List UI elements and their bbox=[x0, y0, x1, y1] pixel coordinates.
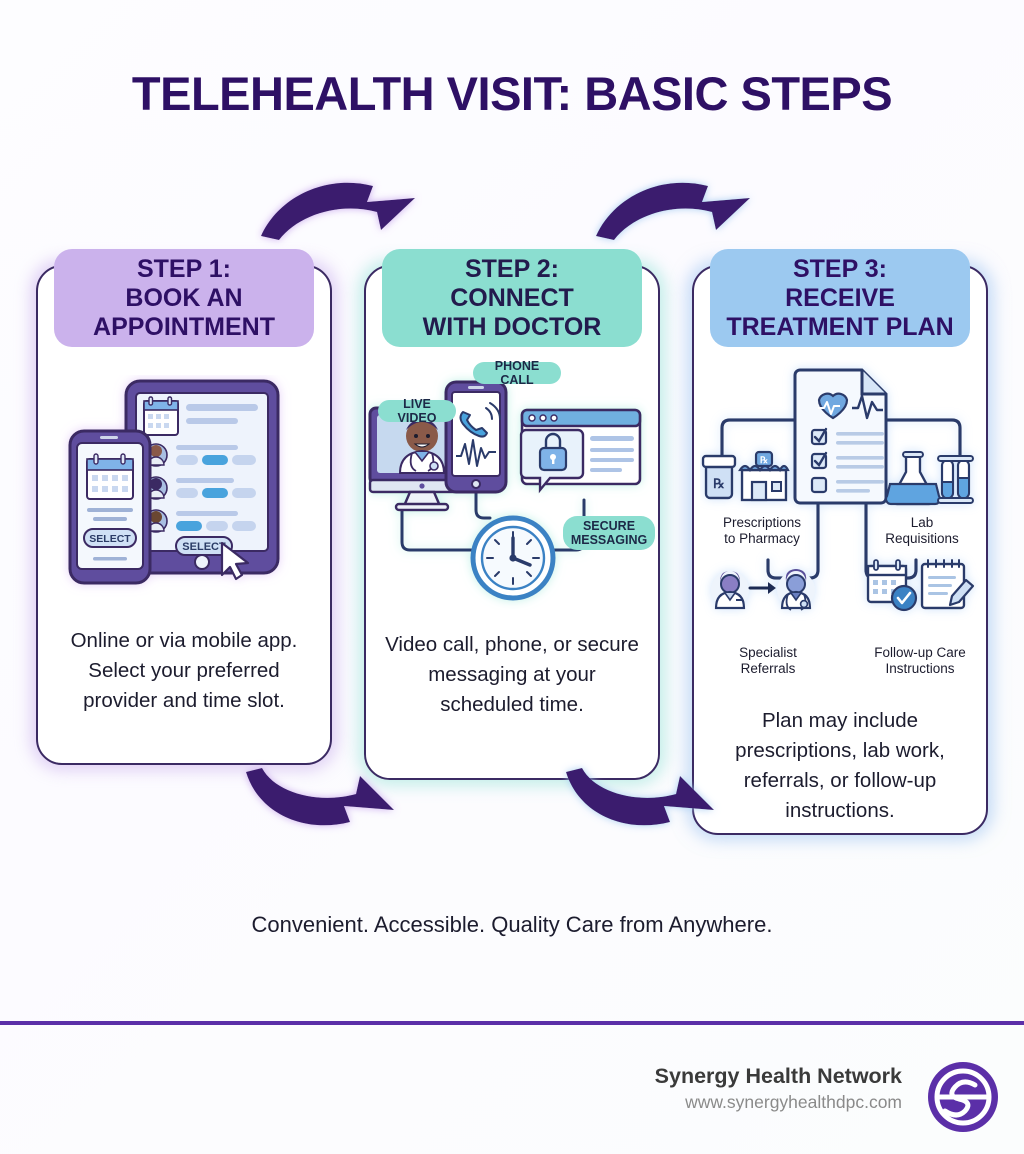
icon-label-followup-care: Follow-up Care Instructions bbox=[874, 645, 966, 677]
svg-text:℞: ℞ bbox=[713, 476, 725, 491]
step-3-illustration: ℞ ℞ bbox=[700, 360, 980, 665]
pill-live-video: LIVE VIDEO bbox=[378, 397, 456, 425]
step-2-illustration bbox=[368, 360, 658, 615]
step-1-description: Online or via mobile app. Select your pr… bbox=[70, 629, 298, 712]
arrow-step1-bottom-to-step2 bbox=[240, 752, 425, 842]
step-3-header: STEP 3: RECEIVE TREATMENT PLAN bbox=[710, 249, 970, 347]
svg-text:SELECT: SELECT bbox=[89, 533, 131, 545]
page-title: TELEHEALTH VISIT: BASIC STEPS bbox=[131, 67, 893, 120]
step-3-description: Plan may include prescriptions, lab work… bbox=[735, 709, 945, 822]
pill-secure-messaging: SECURE MESSAGING bbox=[563, 516, 655, 550]
arrow-step2-bottom-to-step3 bbox=[560, 752, 745, 842]
icon-label-lab-requisitions: Lab Requisitions bbox=[885, 515, 959, 547]
step-1-illustration: SELECT bbox=[60, 375, 300, 610]
step-1-header: STEP 1: BOOK AN APPOINTMENT bbox=[54, 249, 314, 347]
synergy-s-logo bbox=[924, 1058, 1002, 1136]
brand-name: Synergy Health Network bbox=[654, 1064, 902, 1088]
pill-phone-call: PHONE CALL bbox=[473, 359, 561, 387]
svg-text:℞: ℞ bbox=[760, 455, 768, 465]
svg-text:SELECT: SELECT bbox=[182, 541, 226, 553]
step-2-header: STEP 2: CONNECT WITH DOCTOR bbox=[382, 249, 642, 347]
icon-label-prescriptions: Prescriptions to Pharmacy bbox=[722, 515, 802, 547]
icon-label-specialist-referrals: Specialist Referrals bbox=[739, 645, 797, 677]
footer-divider bbox=[0, 1021, 1024, 1025]
step-card-3 bbox=[692, 265, 988, 835]
step-2-description: Video call, phone, or secure messaging a… bbox=[385, 633, 639, 716]
arrow-step2-to-step3 bbox=[590, 168, 770, 253]
arrow-step1-to-step2 bbox=[255, 168, 435, 253]
brand-url: www.synergyhealthdpc.com bbox=[685, 1092, 902, 1112]
tagline: Convenient. Accessible. Quality Care fro… bbox=[251, 912, 773, 937]
